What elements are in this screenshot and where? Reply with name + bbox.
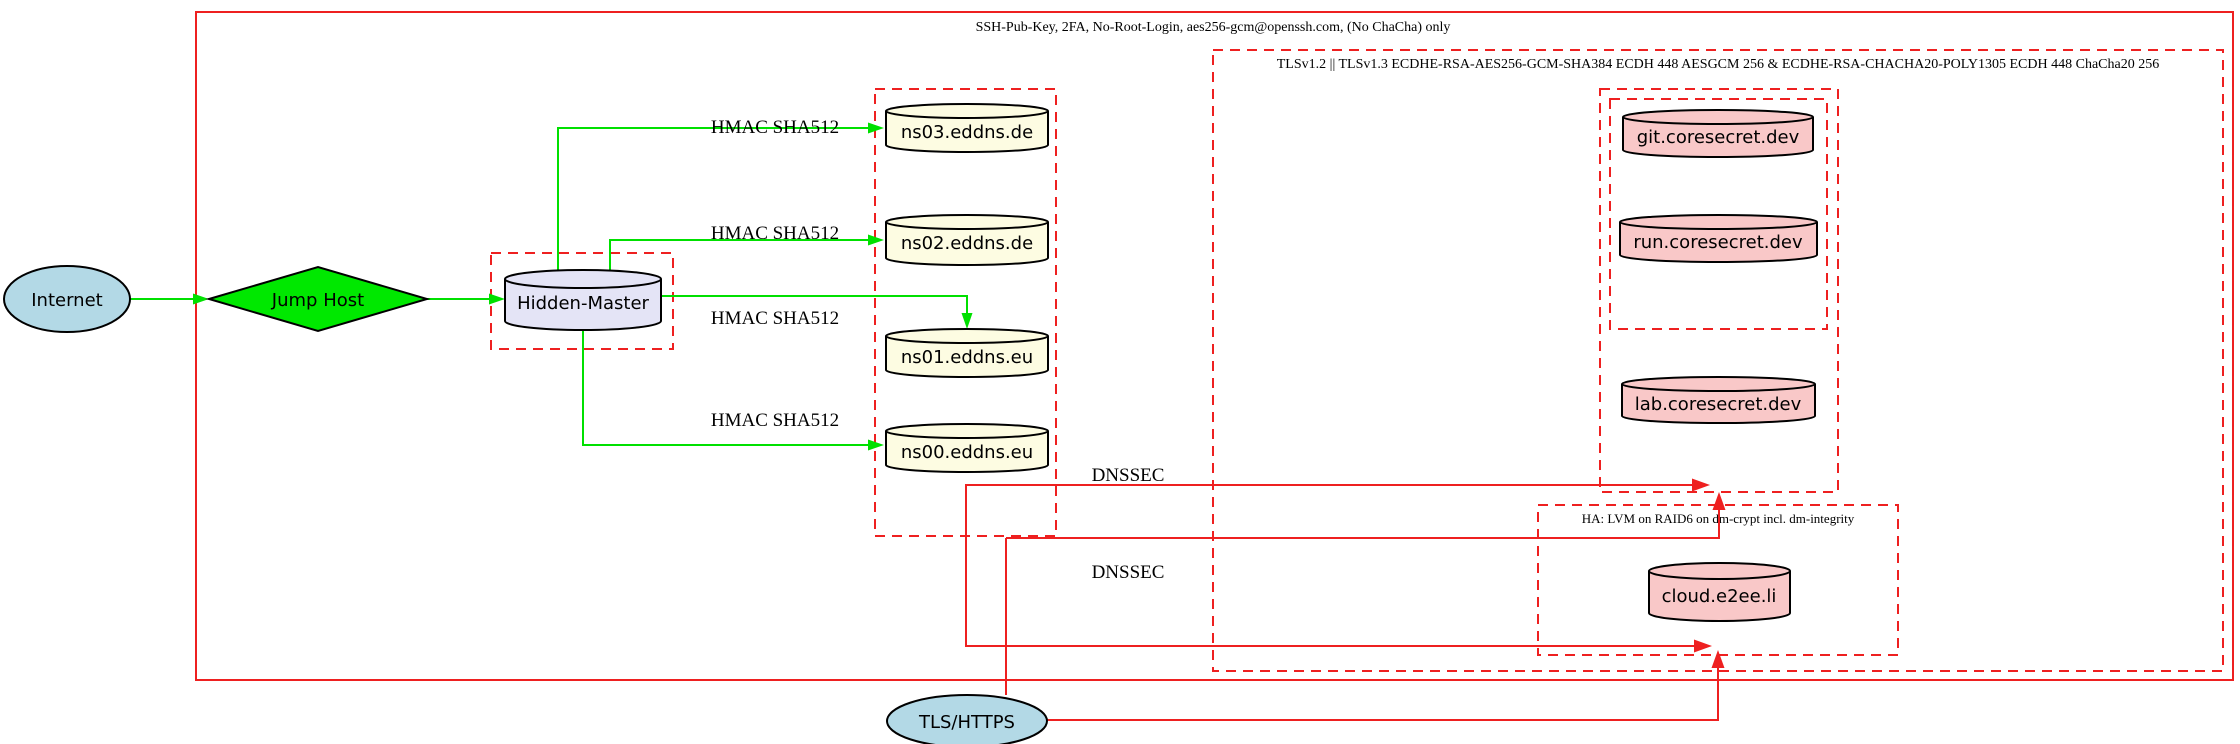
hidden-master-cylinder — [504, 269, 662, 331]
green-arrowheads — [193, 122, 973, 451]
edge-label-hmac-ns00: HMAC SHA512 — [711, 410, 839, 431]
node-ns03: ns03.eddns.de — [885, 103, 1049, 153]
edge-hiddenmaster-ns01 — [661, 295, 968, 313]
hidden-master-label: Hidden-Master — [517, 293, 649, 314]
ns00-cylinder — [885, 423, 1049, 473]
run-label: run.coresecret.dev — [1633, 232, 1803, 253]
arrowhead-ns00 — [868, 439, 884, 451]
arrowhead-hiddenmaster — [489, 293, 505, 305]
node-internet: Internet — [3, 265, 131, 333]
node-hidden-master: Hidden-Master — [504, 269, 662, 331]
ns01-label: ns01.eddns.eu — [901, 347, 1033, 368]
git-label: git.coresecret.dev — [1637, 127, 1800, 148]
cluster-ssh-border — [195, 11, 2234, 681]
node-git: git.coresecret.dev — [1622, 109, 1814, 158]
red-arrowheads — [1692, 478, 1726, 668]
internet-label: Internet — [31, 290, 102, 311]
edge-label-hmac-ns02: HMAC SHA512 — [711, 223, 839, 244]
arrowhead-jumphost — [193, 293, 209, 305]
git-cylinder-lid — [1622, 116, 1814, 125]
edge-label-hmac-ns03: HMAC SHA512 — [711, 117, 839, 138]
node-tls-https: TLS/HTTPS — [886, 694, 1048, 744]
git-cylinder — [1622, 109, 1814, 158]
node-lab: lab.coresecret.dev — [1621, 376, 1816, 424]
jump-host-diamond — [205, 265, 431, 333]
node-run: run.coresecret.dev — [1619, 214, 1818, 263]
ns00-cylinder-lid — [885, 430, 1049, 439]
ns01-cylinder — [885, 328, 1049, 378]
cluster-web-outer-border — [1599, 88, 1839, 493]
edge-dnssec-lower — [1006, 510, 1720, 539]
internet-ellipse — [3, 265, 131, 333]
edge-label-dnssec-1: DNSSEC — [1092, 465, 1165, 486]
arrowhead-ns01 — [961, 313, 973, 329]
cluster-web-inner-border — [1609, 98, 1828, 330]
arrowhead-web-right — [1692, 478, 1710, 492]
edge-label-dnssec-2: DNSSEC — [1092, 562, 1165, 583]
node-ns00: ns00.eddns.eu — [885, 423, 1049, 473]
arrowhead-web-up — [1712, 492, 1726, 510]
red-edges — [965, 484, 1720, 721]
cluster-hidden-master-border — [490, 252, 674, 350]
jump-host-label: Jump Host — [271, 290, 364, 311]
run-cylinder — [1619, 214, 1818, 263]
ns00-label: ns00.eddns.eu — [901, 442, 1033, 463]
edge-hiddenmaster-ns02 — [609, 239, 868, 271]
node-cloud: cloud.e2ee.li — [1648, 562, 1791, 622]
lab-label: lab.coresecret.dev — [1635, 394, 1802, 415]
ns01-cylinder-lid — [885, 335, 1049, 344]
lab-cylinder — [1621, 376, 1816, 424]
edge-label-hmac-ns01: HMAC SHA512 — [711, 308, 839, 329]
tls-https-label: TLS/HTTPS — [918, 712, 1015, 733]
cloud-label: cloud.e2ee.li — [1662, 586, 1777, 607]
ns03-label: ns03.eddns.de — [901, 122, 1033, 143]
ns02-cylinder-lid — [885, 221, 1049, 230]
arrowhead-ns03 — [868, 122, 884, 134]
node-ns01: ns01.eddns.eu — [885, 328, 1049, 378]
arrowhead-ha-up — [1711, 650, 1725, 668]
cluster-tls-label: TLSv1.2 || TLSv1.3 ECDHE-RSA-AES256-GCM-… — [1277, 57, 2159, 72]
green-edges — [130, 127, 968, 446]
lab-cylinder-lid — [1621, 383, 1816, 392]
run-cylinder-lid — [1619, 221, 1818, 230]
node-jump-host: Jump Host — [205, 265, 431, 333]
tls-https-ellipse — [886, 694, 1048, 744]
hidden-master-cylinder-lid — [504, 278, 662, 289]
arrowhead-ns02 — [868, 234, 884, 246]
edge-dnssec-upper — [965, 484, 1692, 647]
ns03-cylinder — [885, 103, 1049, 153]
cluster-ssh-label: SSH-Pub-Key, 2FA, No-Root-Login, aes256-… — [976, 20, 1451, 35]
ns02-label: ns02.eddns.de — [901, 233, 1033, 254]
node-ns02: ns02.eddns.de — [885, 214, 1049, 266]
edge-tls-ha — [1046, 668, 1719, 721]
edge-hiddenmaster-ns00 — [582, 330, 868, 446]
arrowhead-ha-right — [1694, 639, 1712, 653]
cloud-cylinder-lid — [1648, 570, 1791, 580]
edge-hiddenmaster-ns03 — [557, 127, 868, 271]
ns03-cylinder-lid — [885, 110, 1049, 119]
